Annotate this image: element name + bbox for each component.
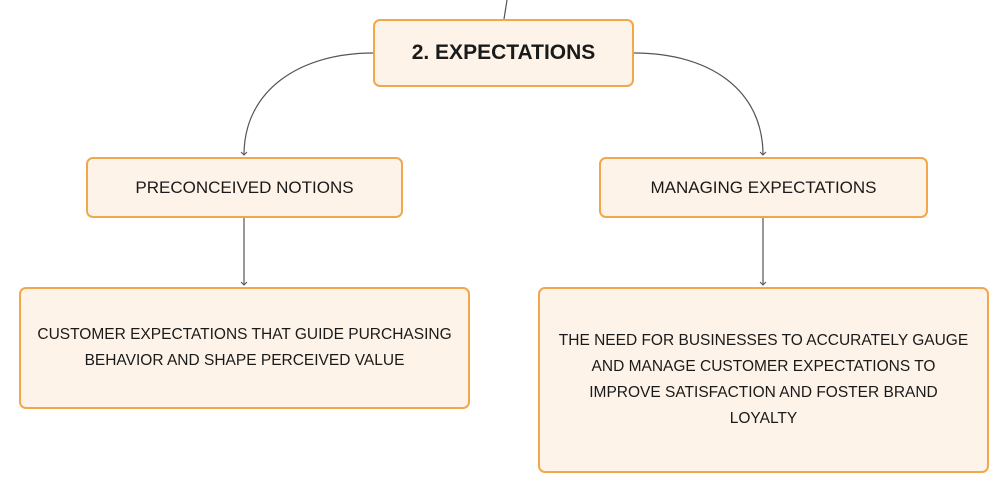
node-detail-text: CUSTOMER EXPECTATIONS THAT GUIDE PURCHAS… [37, 326, 452, 369]
node-preconceived-detail[interactable]: CUSTOMER EXPECTATIONS THAT GUIDE PURCHAS… [19, 287, 470, 409]
root-node-expectations[interactable]: 2. EXPECTATIONS [373, 19, 634, 87]
node-label: MANAGING EXPECTATIONS [650, 177, 877, 197]
incoming-connector [503, 0, 508, 20]
connector-root-to-managing [633, 52, 767, 156]
node-preconceived-notions[interactable]: PRECONCEIVED NOTIONS [86, 157, 403, 218]
node-label: PRECONCEIVED NOTIONS [135, 177, 354, 197]
node-detail-text: THE NEED FOR BUSINESSES TO ACCURATELY GA… [558, 332, 969, 427]
node-managing-detail[interactable]: THE NEED FOR BUSINESSES TO ACCURATELY GA… [538, 287, 989, 473]
root-node-label: 2. EXPECTATIONS [411, 41, 596, 64]
node-managing-expectations[interactable]: MANAGING EXPECTATIONS [599, 157, 928, 218]
connector-root-to-preconceived [240, 52, 374, 156]
